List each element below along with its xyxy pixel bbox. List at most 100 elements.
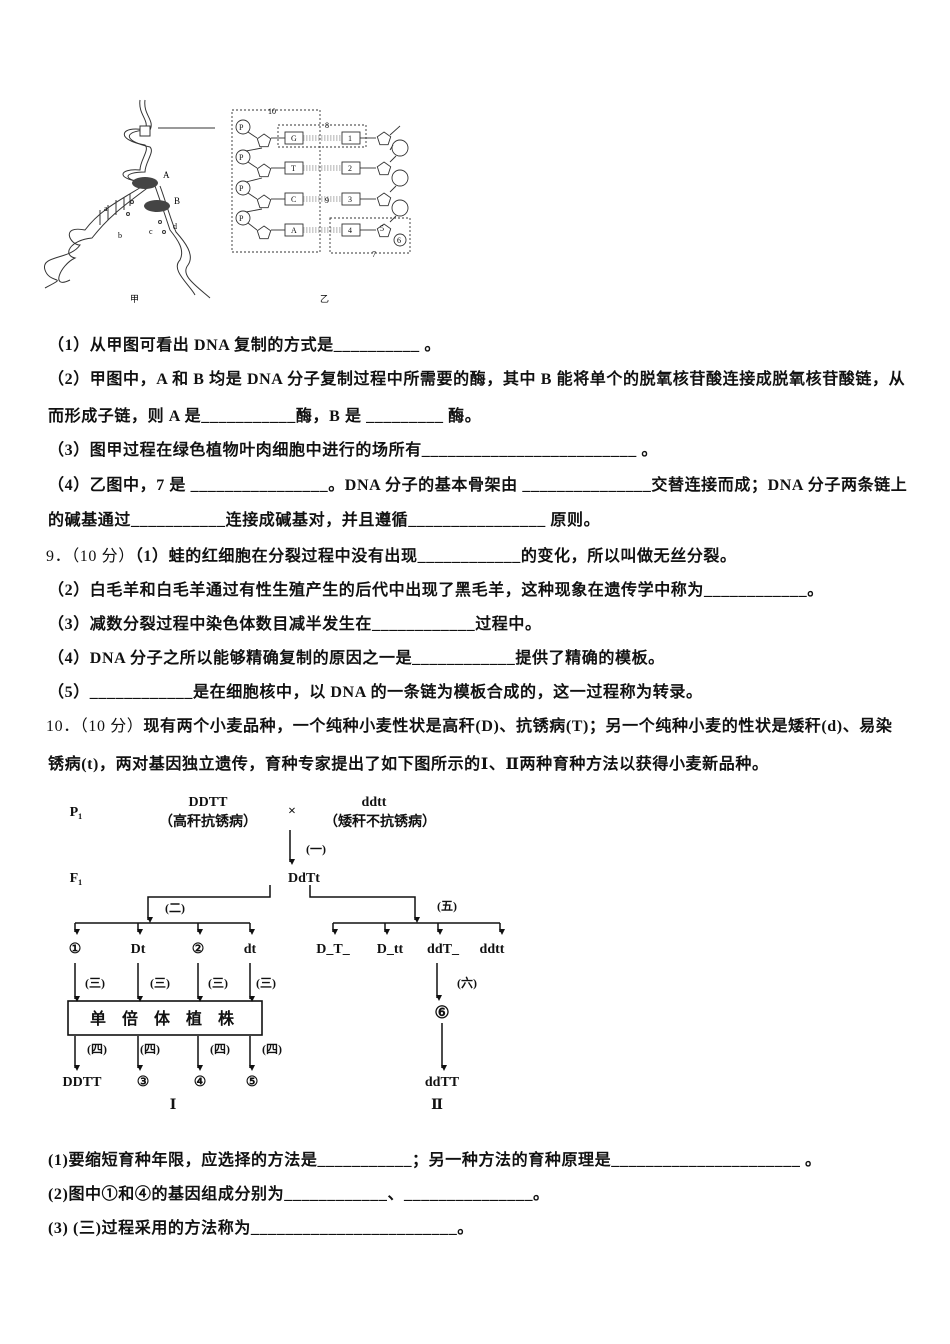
question-9-part-2: （2）白毛羊和白毛羊通过有性生殖产生的后代中出现了黑毛羊，这种现象在遗传学中称为… [48, 582, 824, 599]
base-label-left: A [291, 226, 297, 235]
phosphate-label: P [239, 153, 244, 162]
parent1-genotype: DDTT [189, 795, 229, 810]
question-10-part-1: (1)要缩短育种年限，应选择的方法是___________；另一种方法的育种原理… [48, 1152, 822, 1169]
result-3: ③ [137, 1075, 150, 1090]
step-3-label-2: (三) [150, 976, 170, 990]
phosphate-label: P [239, 214, 244, 223]
label-strand-d: d [173, 222, 177, 231]
result-5: ⑤ [246, 1075, 259, 1090]
f1-label: F₁ [70, 871, 83, 886]
f2-class-2: D_tt [377, 942, 404, 957]
step-3-label-1: (三) [85, 976, 105, 990]
circle-6: ⑥ [434, 1003, 449, 1022]
deoxyribose-pentagon [256, 194, 272, 209]
step-6-label: (六) [457, 975, 477, 990]
question-9-part-3: （3）减数分裂过程中染色体数目减半发生在____________过程中。 [48, 616, 542, 633]
label-b-enzyme: B [174, 196, 180, 206]
enzyme-b [144, 200, 170, 212]
question-8-line-4: （3）图甲过程在绿色植物叶肉细胞中进行的场所有_________________… [48, 442, 659, 459]
question-10-number: 10．（10 分） [46, 718, 144, 735]
breeding-diagram: P₁ DDTT （高秆抗锈病） × ddtt （矮秆不抗锈病） (一) F₁ D… [63, 795, 505, 1113]
label-7: 7 [372, 250, 376, 259]
label-strand-a: a [104, 204, 108, 213]
question-10-intro-2: 锈病(t)，两对基因独立遗传，育种专家提出了如下图所示的Ⅰ、Ⅱ两种育种方法以获得… [48, 756, 769, 773]
step-5-label: (五) [437, 899, 457, 913]
question-9-line-1: 9．（10 分）（1）蛙的红细胞在分裂过程中没有出现____________的变… [46, 547, 737, 567]
phosphate-circle [235, 149, 251, 165]
question-8-line-2: （2）甲图中，A 和 B 均是 DNA 分子复制过程中所需要的酶，其中 B 能将… [48, 371, 906, 388]
enzyme-a [132, 177, 158, 189]
question-9-part-4: （4）DNA 分子之所以能够精确复制的原因之一是____________提供了精… [48, 650, 665, 667]
phosphate-label: P [239, 123, 244, 132]
base-label-left: C [291, 195, 296, 204]
step-4-label-3: (四) [210, 1042, 230, 1056]
step-4-label-4: (四) [262, 1042, 282, 1056]
step-2-label: (二) [165, 901, 185, 915]
gamete-dt-lower: dt [244, 942, 257, 957]
deoxyribose-pentagon [376, 131, 392, 146]
label-9: 9 [325, 196, 329, 205]
step-3-label-3: (三) [208, 976, 228, 990]
base-label-right: 3 [348, 195, 352, 204]
question-10-part-3: (3) (三)过程采用的方法称为________________________… [48, 1220, 474, 1237]
method-2-label: Ⅱ [431, 1098, 443, 1113]
base-label-left: T [291, 164, 296, 173]
question-8-line-5: （4）乙图中，7 是 ________________。DNA 分子的基本骨架由… [48, 477, 908, 494]
question-9-number: 9．（10 分） [46, 548, 135, 565]
parent2-trait: （矮秆不抗锈病） [324, 813, 436, 830]
question-9-part-1: （1）蛙的红细胞在分裂过程中没有出现____________的变化，所以叫做无丝… [134, 548, 737, 565]
question-10-part-2: (2)图中①和④的基因组成分别为____________、___________… [48, 1186, 550, 1203]
deoxyribose-pentagon [376, 161, 392, 176]
phosphate-circle [235, 119, 251, 135]
f2-class-3: ddT_ [427, 942, 460, 957]
method-1-label: Ⅰ [170, 1098, 177, 1113]
label-a-enzyme: A [163, 170, 170, 180]
step-3-label-4: (三) [256, 976, 276, 990]
base-label-right: 4 [348, 226, 352, 235]
replication-fork-diagram [44, 99, 211, 299]
haploid-plant-box: 单 倍 体 植 株 [90, 1009, 240, 1028]
phosphate-circle [235, 210, 251, 226]
label-10: 10 [268, 107, 276, 116]
label-strand-b: b [118, 231, 122, 240]
gamete-2: ② [192, 942, 205, 957]
deoxyribose-pentagon [256, 225, 272, 240]
deoxyribose-pentagon [376, 223, 392, 238]
label-8: 8 [325, 121, 329, 130]
result-ddtt-method2: ddTT [425, 1075, 460, 1090]
gamete-1: ① [69, 942, 82, 957]
f1-genotype: DdTt [288, 871, 320, 886]
step-1-label: (一) [306, 842, 326, 856]
gamete-dt-upper: Dt [131, 942, 146, 957]
breeding-arrows [74, 830, 505, 1071]
label-jia: 甲 [130, 294, 139, 304]
parent1-trait: （高秆抗锈病） [159, 813, 257, 830]
p1-label: P₁ [70, 805, 83, 820]
f2-class-1: D_T_ [316, 942, 350, 957]
cross-symbol: × [288, 804, 296, 819]
phosphate-label: P [239, 184, 244, 193]
question-10-intro-1: 现有两个小麦品种，一个纯种小麦性状是高秆(D)、抗锈病(T)；另一个纯种小麦的性… [143, 718, 893, 735]
base-label-left: G [291, 134, 297, 143]
question-8-line-1: （1）从甲图可看出 DNA 复制的方式是__________ 。 [48, 337, 441, 354]
deoxyribose-pentagon [256, 163, 272, 178]
question-10-line-1: 10．（10 分）现有两个小麦品种，一个纯种小麦性状是高秆(D)、抗锈病(T)；… [46, 717, 893, 737]
label-yi: 乙 [320, 294, 329, 304]
base-label-right: 2 [348, 164, 352, 173]
step-4-label-1: (四) [87, 1042, 107, 1056]
result-4: ④ [194, 1075, 207, 1090]
result-ddtt-upper: DDTT [63, 1075, 103, 1090]
step-4-label-2: (四) [140, 1042, 160, 1056]
base-label-right: 1 [348, 134, 352, 143]
f2-class-4: ddtt [480, 942, 505, 957]
label-6: 6 [397, 236, 401, 245]
parent2-genotype: ddtt [362, 795, 387, 810]
question-9-part-5: （5）____________是在细胞核中，以 DNA 的一条链为模板合成的，这… [48, 684, 703, 701]
label-5: 5 [380, 224, 384, 233]
question-8-line-6: 的碱基通过___________连接成碱基对，并且遵循_____________… [48, 512, 601, 529]
deoxyribose-pentagon [256, 133, 272, 148]
deoxyribose-pentagon [376, 192, 392, 207]
phosphate-circle [235, 180, 251, 196]
